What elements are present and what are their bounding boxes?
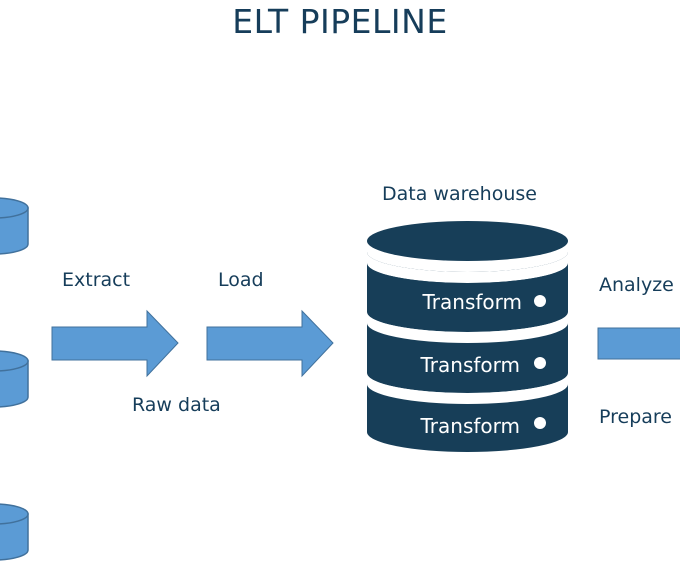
source-database-3 <box>0 503 29 561</box>
warehouse-layer-3: Transform <box>420 414 546 438</box>
warehouse-layer-2: Transform <box>420 353 546 377</box>
prepare-label: Prepare <box>599 406 672 428</box>
source-database-1 <box>0 197 29 255</box>
warehouse-layer-1: Transform <box>422 290 546 314</box>
data-warehouse-label: Data warehouse <box>382 183 537 205</box>
database-cylinder-icon <box>0 197 29 255</box>
status-dot-icon <box>534 357 546 369</box>
analyze-label: Analyze <box>599 274 674 296</box>
load-arrow-icon <box>206 309 334 378</box>
load-label: Load <box>218 269 264 291</box>
transform-label: Transform <box>422 290 522 314</box>
transform-label: Transform <box>420 414 520 438</box>
status-dot-icon <box>534 417 546 429</box>
transform-label: Transform <box>420 353 520 377</box>
status-dot-icon <box>534 295 546 307</box>
diagram-title: ELT PIPELINE <box>232 2 448 41</box>
output-arrow-icon <box>597 327 680 360</box>
extract-label: Extract <box>62 269 131 291</box>
database-cylinder-icon <box>0 503 29 561</box>
extract-arrow-icon <box>51 309 179 378</box>
raw-data-label: Raw data <box>132 394 221 416</box>
data-warehouse-icon: Transform Transform Transform <box>367 221 568 452</box>
database-cylinder-icon <box>0 350 29 408</box>
source-database-2 <box>0 350 29 408</box>
